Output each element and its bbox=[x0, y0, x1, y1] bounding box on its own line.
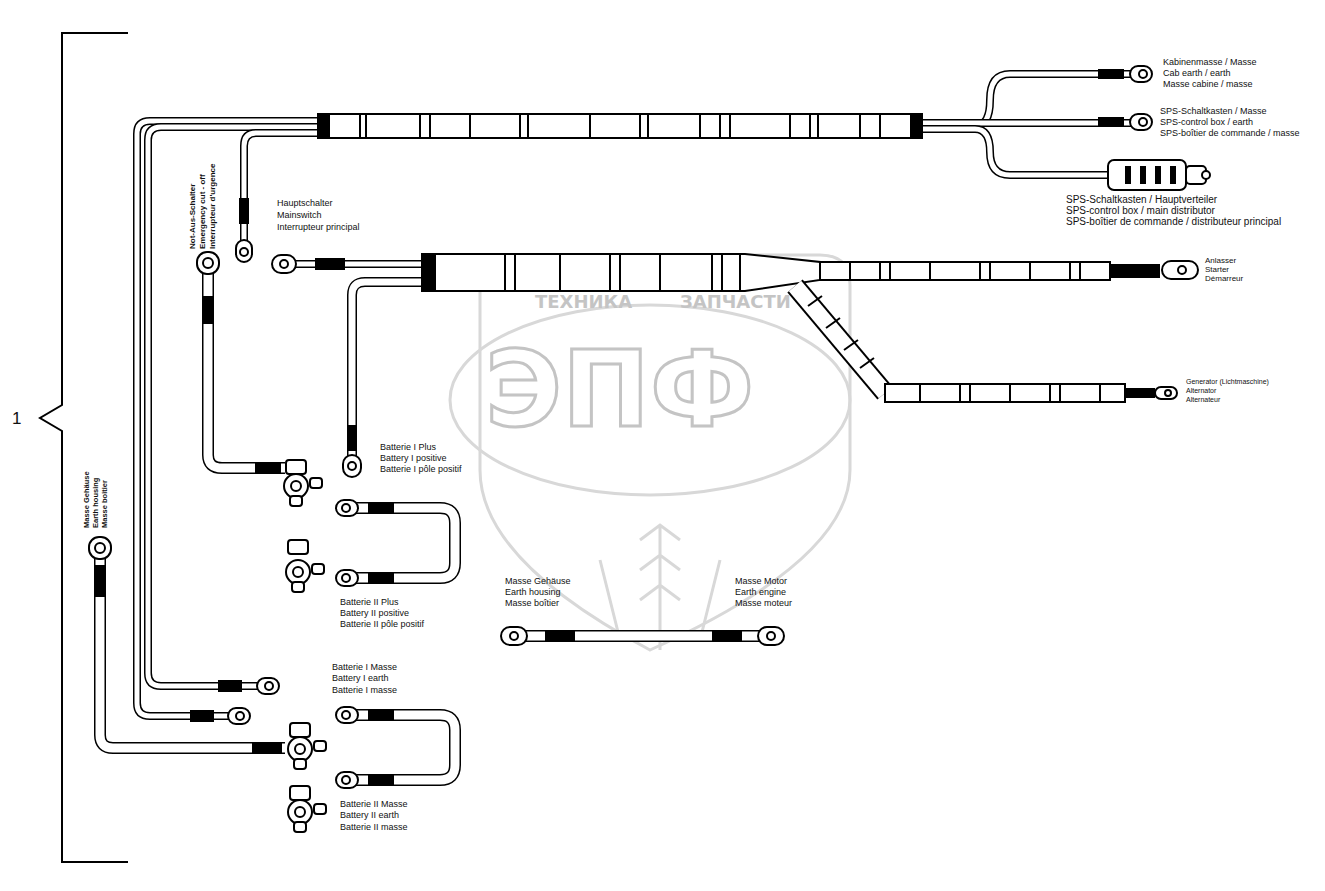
part-label: SPS-control box / main distributor bbox=[1066, 206, 1215, 216]
watermark-text: ЗАПЧАСТИ bbox=[680, 293, 791, 311]
part-label: Masse Gehäuse bbox=[505, 577, 571, 586]
part-label: SPS-Schaltkasten / Masse bbox=[1160, 107, 1267, 116]
part-label: Batterie I Masse bbox=[332, 663, 397, 672]
part-label: Batterie I masse bbox=[332, 686, 397, 695]
part-label: Batterie I Plus bbox=[380, 443, 436, 452]
part-label: Masse Motor bbox=[735, 577, 787, 586]
part-label: Batterie II pôle positif bbox=[340, 620, 424, 629]
callout-number: 1 bbox=[12, 410, 21, 427]
part-label: Batterie I pôle positif bbox=[380, 465, 462, 474]
watermark-text: ТЕХНИКА bbox=[535, 293, 632, 311]
part-label: Starter bbox=[1205, 266, 1229, 274]
part-label: Kabinenmasse / Masse bbox=[1163, 58, 1257, 67]
part-label: Not-Aus-Schalter bbox=[189, 184, 197, 249]
part-label: Earth engine bbox=[735, 588, 786, 597]
part-label: Interrupteur d'urgence bbox=[209, 164, 217, 249]
part-label: Anlasser bbox=[1205, 257, 1236, 265]
part-label: Masse boîtier bbox=[505, 599, 559, 608]
part-label: SPS-boîtier de commande / distributeur p… bbox=[1066, 217, 1281, 227]
part-label: Batterie II masse bbox=[340, 823, 408, 832]
part-label: Generator (Lichtmaschine) bbox=[1186, 378, 1269, 385]
part-label: Hauptschalter bbox=[277, 199, 333, 208]
part-label: Batterie II Plus bbox=[340, 598, 399, 607]
part-label: SPS-control box / earth bbox=[1160, 118, 1253, 127]
part-label: Batterie II Masse bbox=[340, 800, 408, 809]
part-label: Mainswitch bbox=[277, 211, 322, 220]
part-label: Battery I positive bbox=[380, 454, 447, 463]
part-label: Battery II earth bbox=[340, 811, 399, 820]
part-label: Masse Gehäuse bbox=[83, 471, 91, 528]
part-label: Masse boîtier bbox=[101, 480, 109, 528]
part-label: SPS-Schaltkasten / Hauptverteiler bbox=[1066, 195, 1217, 205]
part-label: Masse cabine / masse bbox=[1163, 80, 1253, 89]
part-label: Cab earth / earth bbox=[1163, 69, 1231, 78]
watermark-text: ЭПФ bbox=[485, 338, 754, 443]
part-label: Emergency cut - off bbox=[199, 174, 207, 249]
part-label: Démarreur bbox=[1205, 275, 1243, 283]
part-label: Masse moteur bbox=[735, 599, 792, 608]
part-label: Earth housing bbox=[505, 588, 561, 597]
part-label: Earth housing bbox=[92, 478, 100, 528]
part-label: Alternator bbox=[1186, 387, 1216, 394]
part-label: Battery I earth bbox=[332, 674, 389, 683]
part-label: Alternateur bbox=[1186, 396, 1220, 403]
part-label: Battery II positive bbox=[340, 609, 409, 618]
part-label: SPS-boîtier de commande / masse bbox=[1160, 129, 1300, 138]
part-label: Interrupteur principal bbox=[277, 223, 360, 232]
